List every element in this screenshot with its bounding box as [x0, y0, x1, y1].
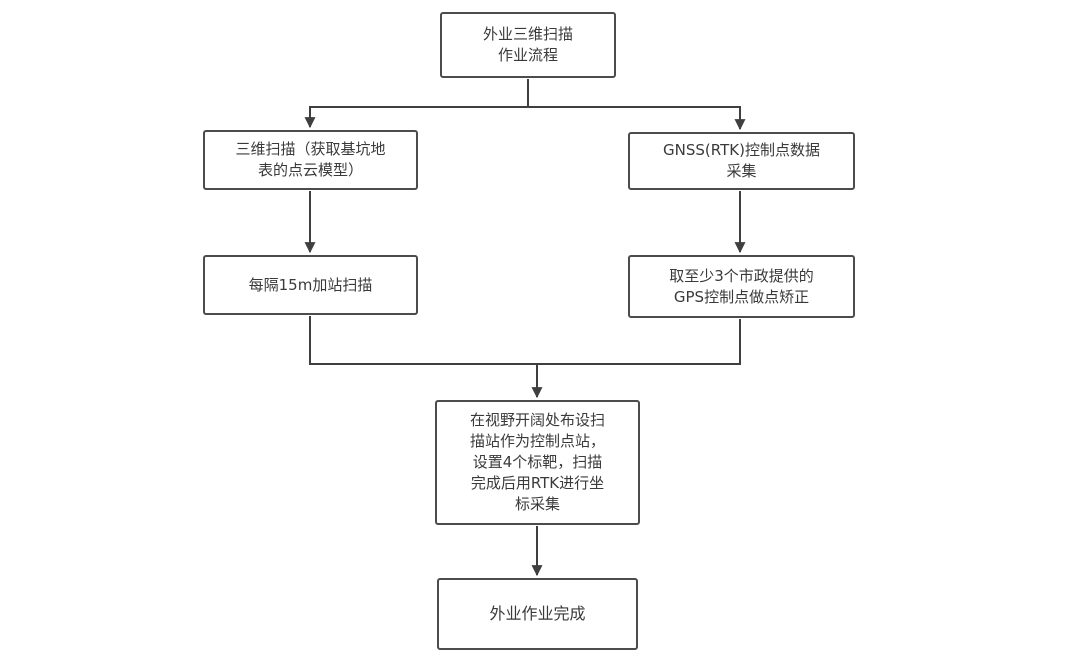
node-scan-interval: 每隔15m加站扫描: [203, 255, 418, 315]
node-control-station-setup: 在视野开阔处布设扫 描站作为控制点站， 设置4个标靶，扫描 完成后用RTK进行坐…: [435, 400, 640, 525]
node-3d-scan: 三维扫描（获取基坑地 表的点云模型）: [203, 130, 418, 190]
node-field-work-complete: 外业作业完成: [437, 578, 638, 650]
node-gps-correction: 取至少3个市政提供的 GPS控制点做点矫正: [628, 255, 855, 318]
node-process-title: 外业三维扫描 作业流程: [440, 12, 616, 78]
node-gnss-collection: GNSS(RTK)控制点数据 采集: [628, 132, 855, 190]
